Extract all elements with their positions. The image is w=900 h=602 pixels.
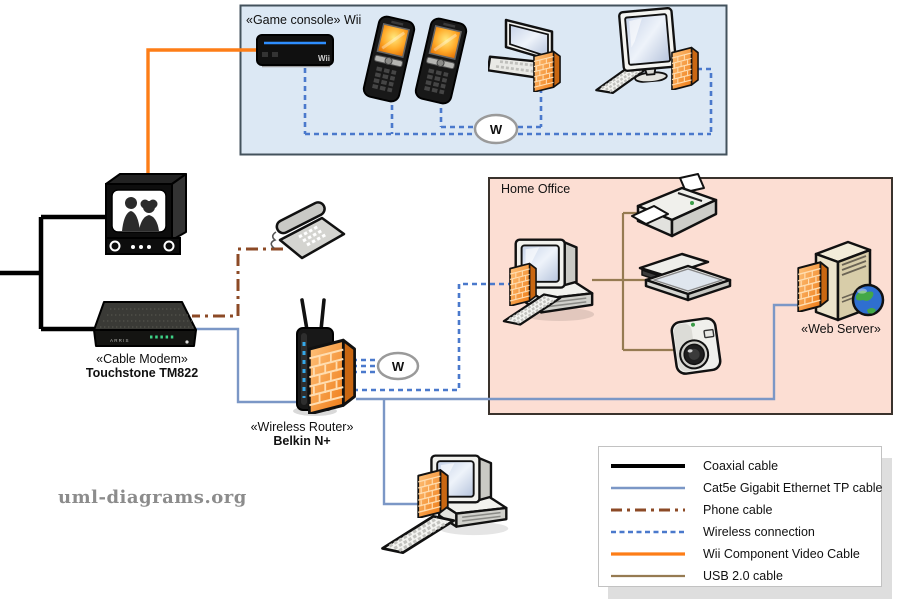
legend-item-label: Phone cable [703, 503, 773, 517]
legend-item: Coaxial cable [609, 455, 881, 477]
wii-component-video-cable-line [146, 48, 258, 177]
ethernet-modem-router-line [192, 327, 300, 404]
firewall-icon [671, 46, 699, 90]
wireless-hub-symbol: W [376, 351, 420, 381]
modem-brand-text: ARRIS [110, 338, 130, 343]
wireless-router-name: Belkin N+ [273, 434, 331, 448]
firewall-icon [533, 50, 561, 92]
legend-item: Wii Component Video Cable [609, 543, 881, 565]
legend-line-swatch [611, 530, 685, 534]
legend-item-label: USB 2.0 cable [703, 569, 783, 583]
coaxial-cable-line [0, 214, 106, 332]
desk-phone-icon [270, 201, 346, 260]
legend-item: Cat5e Gigabit Ethernet TP cable [609, 477, 883, 499]
printer-icon [631, 173, 718, 238]
legend-line-swatch [611, 552, 685, 556]
wii-console-icon: Wii [256, 34, 334, 68]
legend-item-label: Wireless connection [703, 525, 815, 539]
watermark: uml-diagrams.org [58, 487, 247, 508]
cable-modem-name: Touchstone TM822 [85, 366, 199, 380]
game-console-label: «Game console» Wii [246, 13, 362, 27]
camera-icon [670, 317, 722, 375]
legend-item: Phone cable [609, 499, 881, 521]
wii-logo-text: Wii [318, 54, 330, 63]
cable-modem-icon: ARRIS [93, 301, 197, 347]
usb-cable-lines [592, 211, 676, 352]
legend-item: USB 2.0 cable [609, 565, 881, 587]
wireless-hub-letter: W [392, 359, 405, 374]
cable-modem-stereotype: «Cable Modem» [96, 352, 188, 366]
legend-item-label: Wii Component Video Cable [703, 547, 860, 561]
phone-cable-line [192, 247, 283, 318]
tv-icon [105, 173, 187, 255]
firewall-icon [797, 261, 829, 312]
scanner-icon [638, 252, 732, 302]
firewall-icon [509, 262, 537, 306]
legend-line-swatch [611, 574, 685, 578]
legend-item-label: Coaxial cable [703, 459, 779, 473]
wireless-connection-lines [303, 67, 713, 392]
web-server-label: «Web Server» [801, 322, 881, 336]
legend-line-swatch [611, 486, 685, 490]
home-office-label: Home Office [501, 182, 571, 196]
ethernet-router-desktop-line [382, 399, 424, 506]
ethernet-router-webserver-line [356, 303, 805, 401]
keyboard-icon [376, 510, 460, 559]
wireless-hub-letter: W [490, 122, 503, 137]
legend-item: Wireless connection [609, 521, 881, 543]
firewall-icon [307, 338, 357, 414]
legend-line-swatch [611, 508, 685, 512]
legend-item-label: Cat5e Gigabit Ethernet TP cable [703, 481, 883, 495]
firewall-icon [417, 469, 449, 518]
globe-icon [851, 283, 885, 317]
wireless-hub-symbol: W [473, 113, 519, 145]
legend-line-swatch [611, 464, 685, 468]
wireless-router-stereotype: «Wireless Router» [250, 420, 354, 434]
